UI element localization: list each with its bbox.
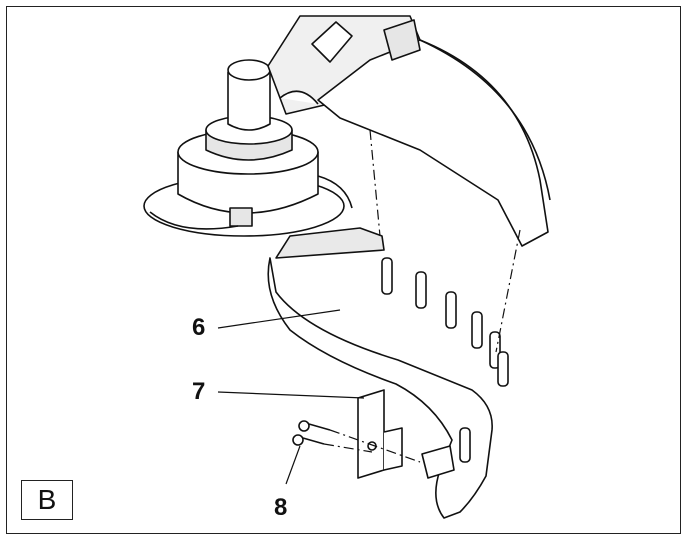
mounting-bracket [357, 389, 455, 479]
panel-label: B [37, 484, 57, 515]
screws [292, 420, 331, 446]
assembly-lines [323, 129, 521, 463]
panel-label-box: B [21, 480, 73, 520]
callout-6: 6 [192, 314, 206, 341]
callout-7: 7 [192, 378, 206, 405]
leader-lines [217, 309, 365, 485]
illustration-frame [6, 6, 681, 534]
drive-shaft [267, 15, 421, 115]
trimmer-head [143, 59, 353, 237]
guard-extension [267, 227, 509, 519]
callout-8: 8 [274, 494, 288, 521]
trimmer-guard [317, 19, 551, 247]
